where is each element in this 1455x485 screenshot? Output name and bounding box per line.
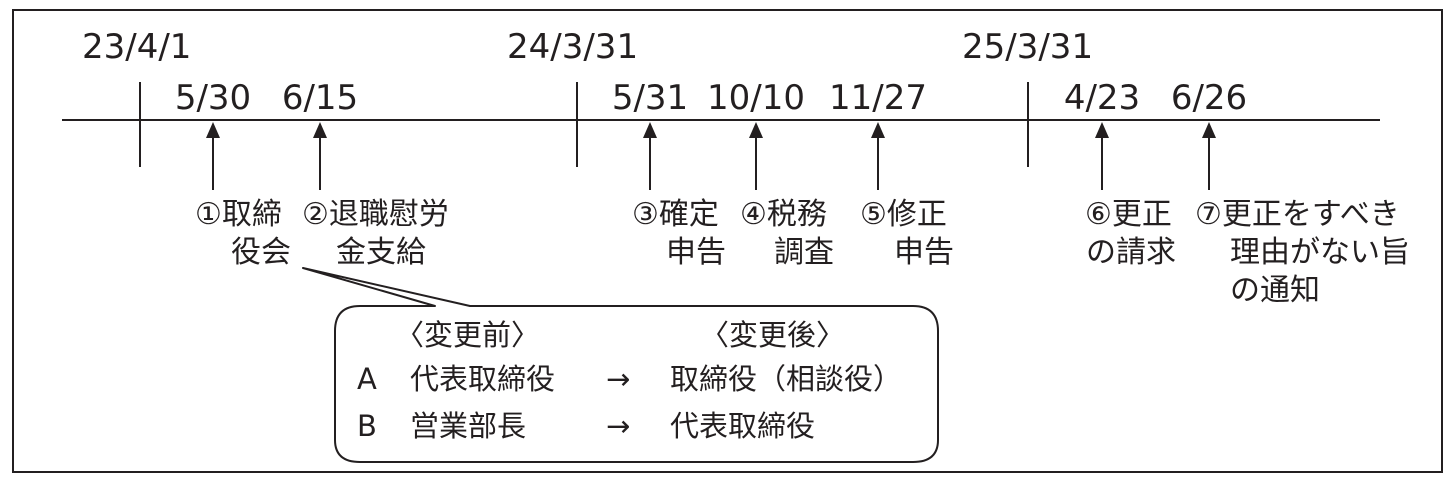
callout-header-after: 〈変更後〉 [700, 318, 845, 352]
outer-frame [12, 9, 1443, 473]
callout-header-before: 〈変更前〉 [395, 318, 540, 352]
callout-row-b-before: 営業部長 [410, 409, 526, 443]
year-label-23-4-1: 23/4/1 [82, 27, 191, 67]
event-label-7-line-3: の通知 [1230, 273, 1320, 308]
callout-row-b-arrow: → [606, 409, 630, 443]
event-date-7: 6/26 [1171, 78, 1247, 118]
event-label-3-line-2: 申告 [666, 235, 726, 270]
callout-bubble [302, 267, 939, 463]
event-date-5: 11/27 [829, 78, 927, 118]
callout-row-b-key: B [357, 409, 377, 443]
callout-row-a-arrow: → [606, 362, 630, 396]
callout-row-b-after: 代表取締役 [670, 409, 815, 443]
callout-row-a-before: 代表取締役 [410, 362, 555, 396]
event-label-7-line-2: 理由がない旨 [1230, 235, 1410, 270]
event-arrow-5 [871, 122, 885, 190]
event-label-1-line-1: ①取締 [195, 197, 282, 232]
event-date-3: 5/31 [612, 78, 688, 118]
event-date-6: 4/23 [1064, 78, 1140, 118]
event-label-4-line-1: ④税務 [740, 197, 827, 232]
event-date-1: 5/30 [175, 78, 251, 118]
event-label-6-line-1: ⑥更正 [1085, 197, 1172, 232]
year-label-24-3-31: 24/3/31 [507, 27, 638, 67]
event-date-4: 10/10 [707, 78, 805, 118]
year-label-25-3-31: 25/3/31 [962, 27, 1093, 67]
event-arrow-1 [206, 122, 220, 190]
event-arrow-3 [643, 122, 657, 190]
event-arrow-4 [749, 122, 763, 190]
event-date-2: 6/15 [282, 78, 358, 118]
event-label-4-line-2: 調査 [774, 235, 834, 270]
event-label-5-line-2: 申告 [894, 235, 954, 270]
event-label-3-line-1: ③確定 [632, 197, 719, 232]
callout-row-a-after: 取締役（相談役） [670, 362, 902, 396]
event-label-6-line-2: の請求 [1086, 235, 1176, 270]
event-label-1-line-2: 役会 [231, 235, 291, 270]
event-arrow-7 [1202, 122, 1216, 190]
event-arrow-2 [313, 122, 327, 190]
event-label-7-line-1: ⑦更正をすべき [1195, 197, 1400, 232]
event-label-2-line-1: ②退職慰労 [302, 197, 449, 232]
event-label-2-line-2: 金支給 [336, 235, 426, 270]
event-arrow-6 [1095, 122, 1109, 190]
event-label-5-line-1: ⑤修正 [860, 197, 947, 232]
callout-row-a-key: A [357, 362, 377, 396]
